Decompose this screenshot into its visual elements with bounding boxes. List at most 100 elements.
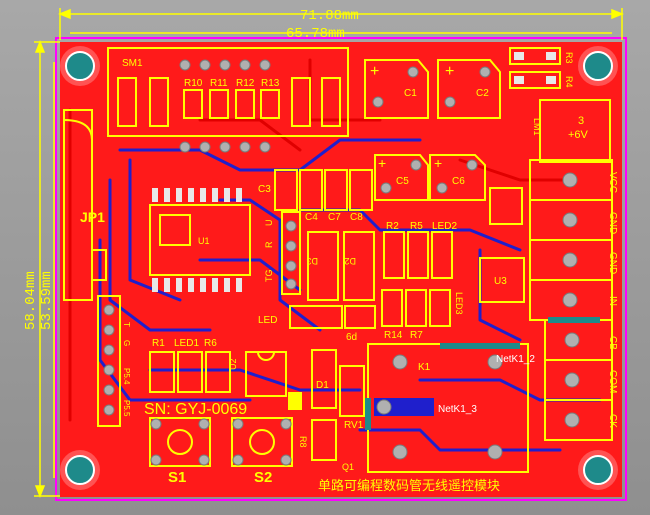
dim-inner-width: 65.78mm bbox=[286, 26, 345, 42]
svg-text:+: + bbox=[370, 63, 379, 80]
r1-label: R1 bbox=[152, 338, 165, 349]
com-label: COM bbox=[607, 370, 618, 393]
q1-label: Q1 bbox=[342, 462, 354, 472]
r13-label: R13 bbox=[261, 78, 280, 89]
v-component[interactable] bbox=[339, 365, 365, 417]
serial-number: SN: GYJ-0069 bbox=[144, 401, 247, 418]
d3-label: D3 bbox=[306, 256, 318, 266]
u1-microcontroller[interactable] bbox=[149, 188, 251, 292]
cb-label: CB bbox=[607, 336, 618, 350]
d3-d2-diodes[interactable] bbox=[307, 231, 375, 301]
dim-outer-width: 71.88mm bbox=[300, 8, 359, 24]
r2-r5-led2[interactable] bbox=[383, 231, 453, 279]
mounting-holes bbox=[60, 46, 618, 490]
led3-label: LED3 bbox=[454, 292, 464, 315]
c8-label: C8 bbox=[350, 212, 363, 223]
r3-r4-resistors[interactable] bbox=[509, 47, 561, 89]
r10-label: R10 bbox=[184, 78, 203, 89]
s1-button[interactable] bbox=[149, 417, 211, 467]
s1-label: S1 bbox=[168, 469, 186, 486]
r7-label: R7 bbox=[410, 330, 423, 341]
psu-voltage-label: +6V bbox=[568, 129, 589, 141]
led-indicator[interactable] bbox=[289, 305, 343, 329]
gnd2-label: GND bbox=[607, 252, 618, 274]
svg-text:+: + bbox=[445, 63, 454, 80]
r2-label: R2 bbox=[386, 221, 399, 232]
ck-label: CK bbox=[607, 414, 618, 428]
u-pin-label: U bbox=[264, 220, 274, 227]
r12-label: R12 bbox=[236, 78, 255, 89]
r3-label: R3 bbox=[564, 52, 574, 64]
u2-chip[interactable] bbox=[245, 351, 287, 397]
r10-r13-resistors[interactable] bbox=[183, 89, 280, 119]
power-input-connector[interactable] bbox=[529, 159, 613, 321]
lm1-regulator[interactable] bbox=[539, 99, 611, 163]
program-header[interactable] bbox=[97, 295, 121, 427]
c5-label: C5 bbox=[396, 176, 409, 187]
c2-label: C2 bbox=[476, 88, 489, 99]
display-header-pins bbox=[179, 59, 271, 153]
psu-top-label: 3 bbox=[578, 115, 584, 127]
dim-outer-height: 58.04mm bbox=[23, 271, 39, 330]
r8-label: R8 bbox=[298, 436, 308, 448]
k1-label: K1 bbox=[418, 362, 431, 373]
board-outline bbox=[55, 37, 627, 501]
c3-c8-capacitors[interactable] bbox=[274, 169, 373, 211]
s2-button[interactable] bbox=[231, 417, 293, 467]
hdr-p55-label: P5.5 bbox=[122, 400, 131, 417]
6d-component[interactable] bbox=[344, 305, 376, 329]
u3-label: U3 bbox=[494, 276, 507, 287]
hdr-p54-label: P5.4 bbox=[122, 368, 131, 385]
c2-capacitor[interactable]: + bbox=[437, 59, 501, 119]
r-pin-label: R bbox=[264, 241, 274, 248]
urtg-header[interactable] bbox=[281, 211, 301, 295]
vcc-label: VCC bbox=[607, 172, 618, 193]
u2-label: U2 bbox=[228, 358, 238, 370]
jp1-label: JP1 bbox=[80, 209, 105, 225]
led2-label: LED2 bbox=[432, 221, 457, 232]
rv1-label: RV1 bbox=[344, 420, 364, 431]
c1-label: C1 bbox=[404, 88, 417, 99]
r5-label: R5 bbox=[410, 221, 423, 232]
jp1-connector[interactable] bbox=[63, 109, 107, 301]
c6-capacitor[interactable]: + bbox=[429, 154, 486, 201]
d1-label: D1 bbox=[316, 380, 329, 391]
r4-label: R4 bbox=[564, 76, 574, 88]
c5-capacitor[interactable]: + bbox=[374, 154, 429, 201]
c7-label: C7 bbox=[328, 212, 341, 223]
svg-text:+: + bbox=[434, 155, 442, 171]
dim-inner-height: 53.59mm bbox=[39, 271, 55, 330]
gnd1-label: GND bbox=[607, 212, 618, 234]
led-label: LED bbox=[258, 315, 277, 326]
net2-label: NetK1_3 bbox=[438, 404, 477, 415]
r8-resistor[interactable] bbox=[311, 419, 337, 461]
r14-r7-led3[interactable] bbox=[381, 289, 451, 327]
lm1-label: LM1 bbox=[532, 118, 542, 136]
6d-label: 6d bbox=[346, 332, 357, 343]
u3-chip[interactable] bbox=[479, 257, 525, 303]
r6-label: R6 bbox=[204, 338, 217, 349]
r14-label: R14 bbox=[384, 330, 403, 341]
u1-label: U1 bbox=[198, 236, 210, 246]
sm1-display[interactable]: SM1 bbox=[107, 47, 349, 137]
r11-label: R11 bbox=[210, 78, 228, 89]
hdr-t-label: T bbox=[122, 322, 131, 327]
c3-label: C3 bbox=[258, 184, 271, 195]
d1-diode[interactable] bbox=[311, 349, 337, 409]
led1-label: LED1 bbox=[174, 338, 199, 349]
r1-led1-r6[interactable] bbox=[149, 351, 231, 393]
in-label: IN bbox=[607, 296, 618, 306]
d2-label: D2 bbox=[344, 256, 356, 266]
c1-capacitor[interactable]: + bbox=[364, 59, 429, 119]
q-small-component[interactable] bbox=[489, 187, 523, 225]
pin1-marker bbox=[288, 392, 302, 410]
s2-label: S2 bbox=[254, 469, 272, 486]
hdr-g-label: G bbox=[122, 340, 131, 346]
dimension-lines bbox=[34, 8, 625, 499]
c6-label: C6 bbox=[452, 176, 465, 187]
sm1-label: SM1 bbox=[122, 58, 143, 69]
c4-label: C4 bbox=[305, 212, 318, 223]
tg-pin-label: TG bbox=[264, 270, 274, 283]
